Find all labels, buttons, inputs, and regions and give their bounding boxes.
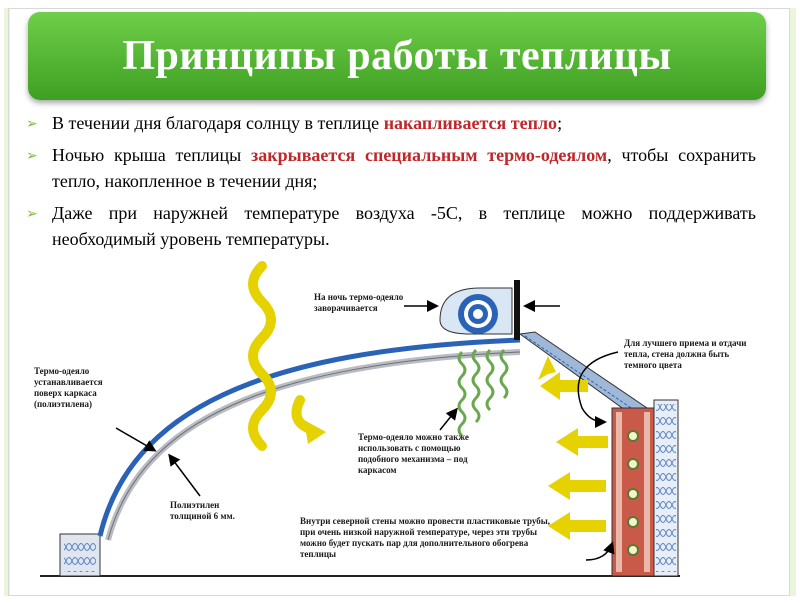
bullet-item: ➢ Ночью крыша теплицы закрывается специал… <box>26 142 756 194</box>
title-banner: Принципы работы теплицы <box>28 12 766 100</box>
bullet-item: ➢ В течении дня благодаря солнцу в теплиц… <box>26 110 756 136</box>
slide-frame <box>8 8 790 596</box>
blanket-mechanism-coils <box>457 348 509 438</box>
page-title: Принципы работы теплицы <box>122 33 672 79</box>
rolled-blanket <box>439 280 520 340</box>
right-accent-bar <box>790 8 796 596</box>
label-pipes: Внутри северной стены можно провести пла… <box>300 516 551 559</box>
arrow-right-icon: ➢ <box>26 116 38 132</box>
arrow-right-icon: ➢ <box>26 206 38 222</box>
bullet-list: ➢ В течении дня благодаря солнцу в теплиц… <box>26 110 756 258</box>
bullet-item: ➢ Даже при наружней температуре воздуха -… <box>26 200 756 252</box>
bullet-text: ; <box>557 113 563 133</box>
label-blanket-frame: Термо-одеяло устанавливается поверх карк… <box>34 366 103 409</box>
bullet-text: , чтобы сохранить тепло, накопленное в т… <box>52 145 757 191</box>
bullet-text: Даже при наружней температуре воздуха -5… <box>52 203 756 249</box>
wall-pipes <box>627 430 639 556</box>
greenhouse-diagram: На ночь термо-одеяло заворачивается Для … <box>0 260 800 600</box>
label-blanket-night: На ночь термо-одеяло заворачивается <box>314 292 404 313</box>
bullet-text: Ночью крыша теплицы <box>52 145 252 165</box>
bullet-highlight: накапливается тепло <box>383 113 558 133</box>
wall-insulation-coils <box>656 404 676 572</box>
polyethylene-arch-edge <box>107 351 521 541</box>
bullet-text: В течении дня благодаря солнцу в теплице <box>52 113 384 133</box>
greenhouse-svg <box>40 261 680 577</box>
arrow-right-icon: ➢ <box>26 148 38 164</box>
label-polyethylene: Полиэтилен толщиной 6 мм. <box>170 500 235 521</box>
heat-arrows <box>538 356 608 540</box>
left-foundation-insulation <box>64 538 96 572</box>
pointer-lines <box>115 300 619 561</box>
sun-ray-wave <box>248 261 276 451</box>
label-blanket-mechanism: Термо-одеяло можно также использовать с … <box>358 432 469 475</box>
label-dark-wall: Для лучшего приема и отдачи тепла, стена… <box>624 338 747 370</box>
sun-ray-arrow <box>304 420 326 444</box>
bullet-highlight: закрывается специальным термо-одеялом <box>251 145 608 165</box>
left-accent-bar <box>4 8 10 596</box>
thermo-blanket-arch <box>97 337 521 537</box>
